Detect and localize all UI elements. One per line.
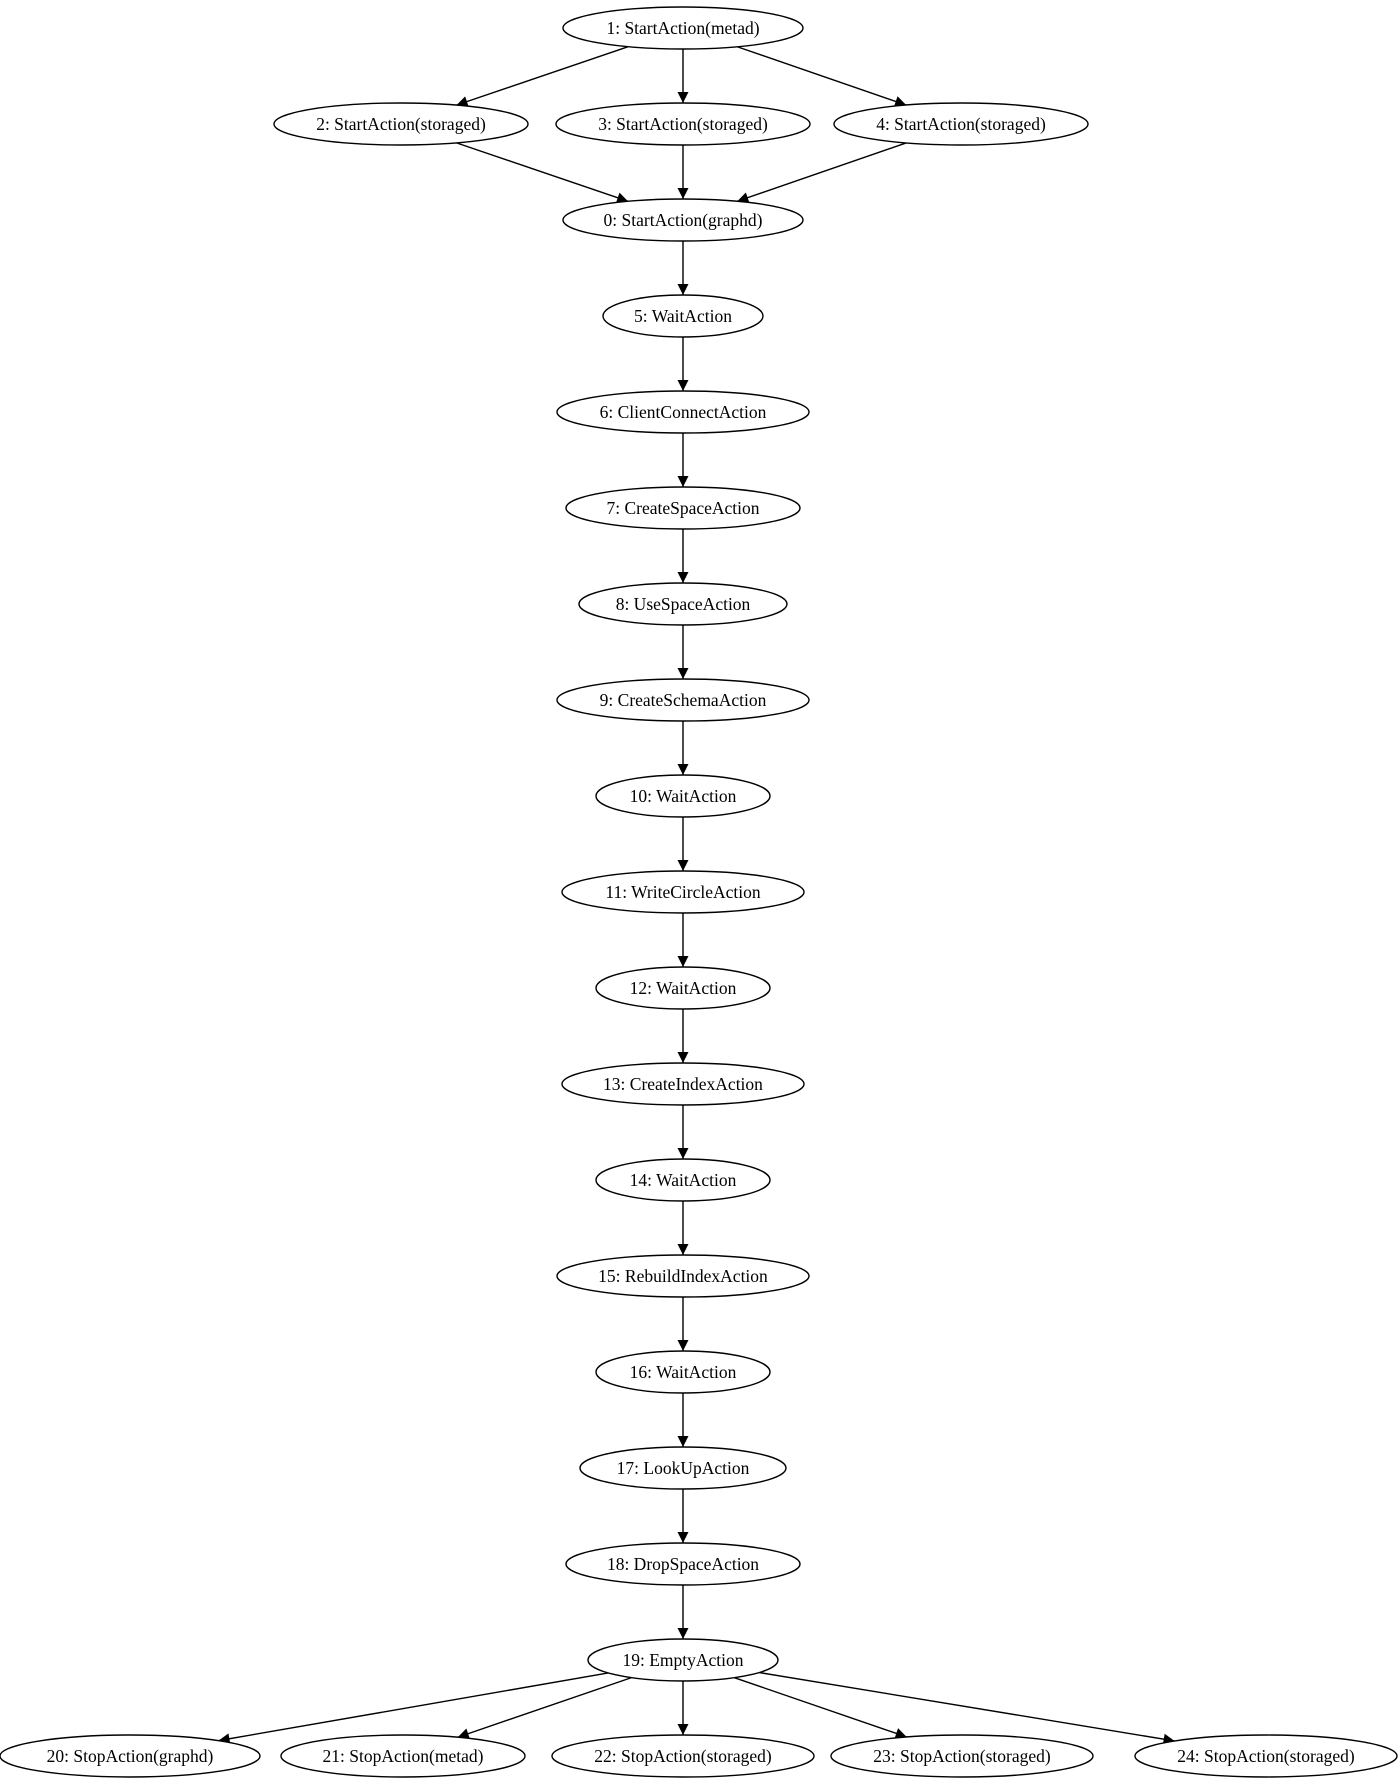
node-label: 22: StopAction(storaged) [594,1746,772,1766]
node-n10: 10: WaitAction [595,774,771,818]
node-n15: 15: RebuildIndexAction [556,1254,810,1298]
node-label: 3: StartAction(storaged) [598,114,768,134]
node-label: 13: CreateIndexAction [603,1074,763,1094]
node-label: 16: WaitAction [630,1362,737,1382]
node-ellipse [595,1350,771,1394]
edge-n19-to-n23 [734,1677,907,1739]
node-n9: 9: CreateSchemaAction [556,678,810,722]
node-n14: 14: WaitAction [595,1158,771,1202]
node-ellipse [562,198,804,242]
node-label: 1: StartAction(metad) [606,18,759,38]
node-ellipse [595,966,771,1010]
node-ellipse [830,1734,1094,1778]
node-n1: 1: StartAction(metad) [562,6,804,50]
nodes: 1: StartAction(metad) 2: StartAction(stor… [0,6,1398,1778]
node-ellipse [561,870,805,914]
node-label: 17: LookUpAction [617,1458,750,1478]
edge-n19-to-n20 [218,1672,609,1745]
node-label: 20: StopAction(graphd) [47,1746,214,1766]
node-label: 6: ClientConnectAction [600,402,767,422]
edge-n19-to-n21 [457,1676,632,1739]
node-label: 14: WaitAction [630,1170,737,1190]
node-label: 2: StartAction(storaged) [316,114,486,134]
node-label: 19: EmptyAction [622,1650,743,1670]
node-n19: 19: EmptyAction [587,1638,779,1682]
node-ellipse [551,1734,815,1778]
edge-n4-to-n0 [737,142,907,203]
node-ellipse [556,1254,810,1298]
node-n24: 24: StopAction(storaged) [1134,1734,1398,1778]
node-label: 12: WaitAction [630,978,737,998]
node-ellipse [555,102,811,146]
edge-n19-to-n24 [759,1671,1175,1745]
node-ellipse [578,582,788,626]
node-n12: 12: WaitAction [595,966,771,1010]
node-n4: 4: StartAction(storaged) [833,102,1089,146]
node-n13: 13: CreateIndexAction [561,1062,805,1106]
node-ellipse [587,1638,779,1682]
node-label: 4: StartAction(storaged) [876,114,1046,134]
node-n5: 5: WaitAction [602,294,764,338]
node-n18: 18: DropSpaceAction [565,1542,801,1586]
node-ellipse [556,678,810,722]
node-n17: 17: LookUpAction [579,1446,787,1490]
node-n20: 20: StopAction(graphd) [0,1734,261,1778]
node-label: 7: CreateSpaceAction [606,498,759,518]
node-n16: 16: WaitAction [595,1350,771,1394]
node-label: 23: StopAction(storaged) [873,1746,1051,1766]
node-ellipse [565,486,801,530]
node-ellipse [579,1446,787,1490]
node-ellipse [1134,1734,1398,1778]
node-label: 24: StopAction(storaged) [1177,1746,1355,1766]
edge-n1-to-n4 [737,46,907,107]
node-ellipse [833,102,1089,146]
node-n6: 6: ClientConnectAction [556,390,810,434]
node-label: 10: WaitAction [630,786,737,806]
node-label: 18: DropSpaceAction [607,1554,759,1574]
node-n21: 21: StopAction(metad) [280,1734,526,1778]
node-n11: 11: WriteCircleAction [561,870,805,914]
node-n22: 22: StopAction(storaged) [551,1734,815,1778]
node-n2: 2: StartAction(storaged) [273,102,529,146]
node-ellipse [561,1062,805,1106]
edge-n1-to-n2 [456,46,629,107]
node-label: 15: RebuildIndexAction [598,1266,768,1286]
node-label: 21: StopAction(metad) [323,1746,484,1766]
node-ellipse [273,102,529,146]
node-ellipse [0,1734,261,1778]
node-n0: 0: StartAction(graphd) [562,198,804,242]
node-ellipse [556,390,810,434]
node-ellipse [562,6,804,50]
edge-n2-to-n0 [456,142,629,203]
node-label: 9: CreateSchemaAction [600,690,767,710]
node-ellipse [565,1542,801,1586]
node-n3: 3: StartAction(storaged) [555,102,811,146]
node-label: 8: UseSpaceAction [616,594,751,614]
node-label: 11: WriteCircleAction [605,882,761,902]
edges [218,46,1175,1745]
node-ellipse [595,774,771,818]
node-ellipse [602,294,764,338]
node-ellipse [595,1158,771,1202]
node-n7: 7: CreateSpaceAction [565,486,801,530]
node-n23: 23: StopAction(storaged) [830,1734,1094,1778]
node-label: 0: StartAction(graphd) [604,210,763,230]
node-ellipse [280,1734,526,1778]
node-n8: 8: UseSpaceAction [578,582,788,626]
node-label: 5: WaitAction [634,306,732,326]
